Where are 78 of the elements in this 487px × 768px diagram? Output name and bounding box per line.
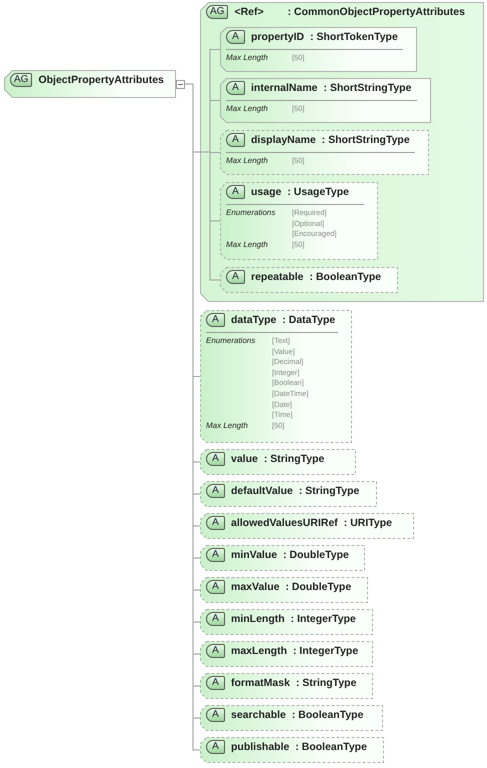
type-name: : CommonObjectPropertyAttributes: [288, 6, 465, 18]
facet-label: Max Length: [206, 420, 249, 432]
attribute-badge: A: [206, 612, 225, 626]
attribute-name: displayName: [251, 134, 316, 146]
attribute-box: [200, 705, 383, 731]
attribute-name: formatMask: [231, 677, 290, 689]
attribute-name: minValue: [231, 549, 278, 561]
attribute-group-badge: AG: [10, 73, 32, 87]
attribute-name: repeatable: [251, 271, 304, 283]
attribute-box: [200, 641, 373, 667]
attribute-box: [200, 449, 356, 475]
facet-label: Max Length: [226, 53, 269, 64]
attribute-badge: A: [206, 452, 225, 466]
attribute-box: [200, 609, 373, 635]
attribute-group-ref-box: [200, 2, 484, 302]
attribute-box: [200, 513, 414, 539]
facet-label: Max Length: [226, 104, 269, 115]
attribute-name: searchable: [231, 709, 286, 721]
attribute-box: [200, 577, 368, 603]
type-name: : ShortTokenType: [310, 31, 398, 43]
facet-label: Max Length: [226, 240, 269, 250]
attribute-name: allowedValuesURIRef: [231, 517, 338, 529]
facet-label: Enumerations: [206, 336, 256, 347]
facet-label: Max Length: [226, 156, 269, 167]
type-name: : BooleanType: [292, 709, 364, 721]
group-name: ObjectPropertyAttributes: [38, 74, 164, 86]
attribute-name: usage: [251, 186, 282, 198]
type-name: : BooleanType: [295, 741, 367, 753]
attribute-badge: A: [206, 580, 225, 594]
type-name: : IntegerType: [293, 645, 358, 657]
attribute-group-badge: AG: [206, 5, 228, 19]
attribute-badge: A: [206, 708, 225, 722]
attribute-badge: A: [226, 81, 245, 95]
attribute-box: [220, 130, 429, 175]
type-name: : ShortStringType: [322, 134, 410, 146]
attribute-box: [220, 78, 431, 123]
attribute-badge: A: [206, 644, 225, 658]
group-name: <Ref>: [234, 6, 264, 18]
type-name: : ShortStringType: [324, 82, 412, 94]
attribute-name: maxLength: [231, 645, 288, 657]
type-name: : BooleanType: [310, 271, 382, 283]
attribute-badge: A: [206, 313, 225, 327]
attribute-box: [220, 182, 378, 260]
attribute-group-box: [4, 70, 185, 98]
attribute-box: [200, 310, 352, 443]
attribute-badge: A: [226, 270, 245, 284]
type-name: : StringType: [264, 453, 324, 465]
type-name: : DoubleType: [283, 549, 349, 561]
attribute-badge: A: [206, 516, 225, 530]
attribute-name: defaultValue: [231, 485, 293, 497]
type-name: : URIType: [344, 517, 392, 529]
attribute-badge: A: [206, 676, 225, 690]
attribute-box: [200, 481, 377, 507]
type-name: : StringType: [298, 485, 360, 497]
attribute-box: [220, 267, 398, 293]
type-name: : DataType: [282, 314, 336, 326]
attribute-badge: A: [226, 133, 245, 147]
type-name: : DoubleType: [285, 581, 352, 593]
attribute-name: propertyID: [251, 31, 304, 43]
attribute-box: [200, 545, 365, 571]
type-name: : UsageType: [287, 186, 350, 198]
attribute-box: [200, 737, 384, 763]
attribute-name: internalName: [251, 82, 318, 94]
attribute-badge: A: [206, 740, 225, 754]
attribute-name: publishable: [231, 741, 290, 753]
attribute-badge: A: [226, 185, 245, 199]
attribute-name: minLength: [231, 613, 285, 625]
attribute-box: [220, 27, 417, 72]
type-name: : StringType: [296, 677, 356, 689]
attribute-badge: A: [206, 548, 225, 562]
type-name: : IntegerType: [290, 613, 356, 625]
attribute-badge: A: [226, 30, 245, 44]
attribute-name: value: [231, 453, 258, 465]
attribute-box: [200, 673, 373, 699]
facet-label: Enumerations: [226, 208, 276, 219]
attribute-name: maxValue: [231, 581, 280, 593]
attribute-badge: A: [206, 484, 225, 498]
attribute-name: dataType: [231, 314, 276, 326]
